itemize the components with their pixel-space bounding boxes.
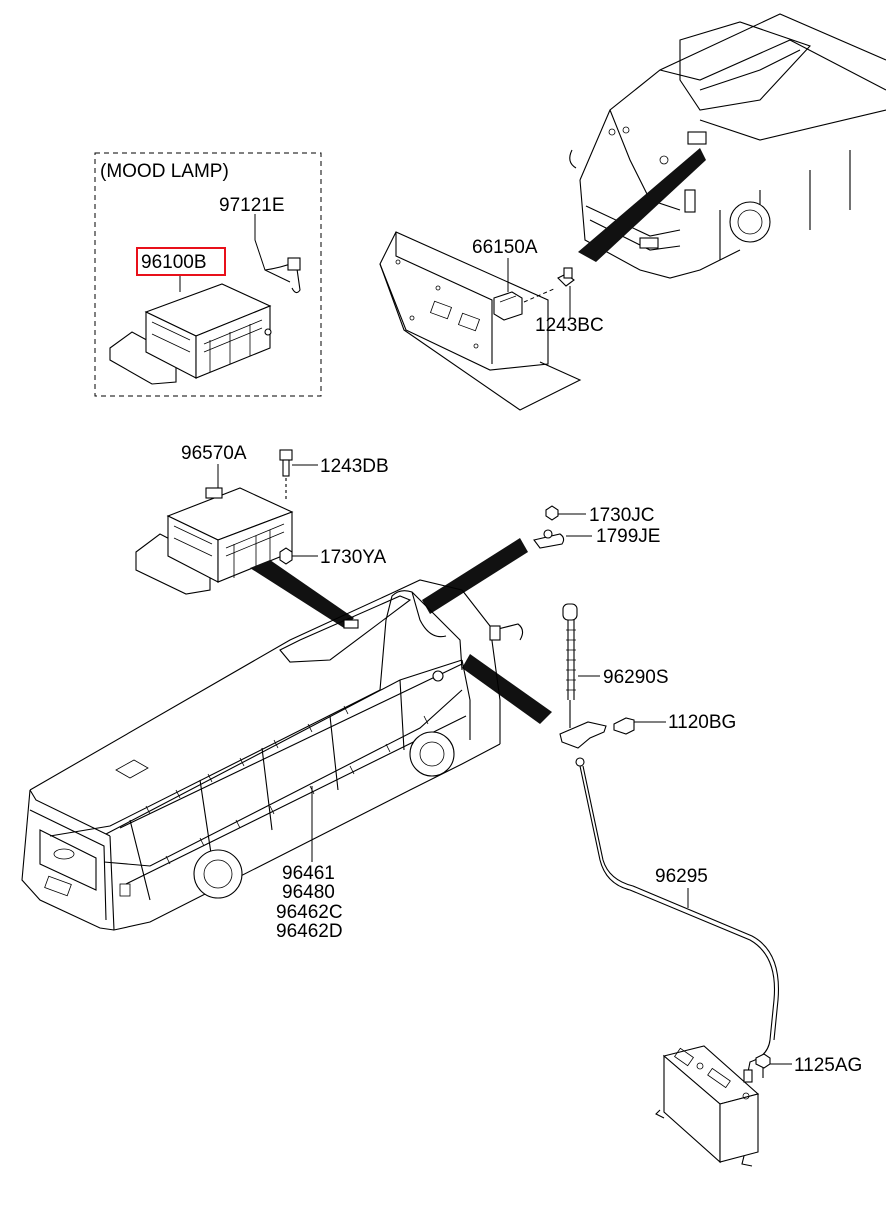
part-label-1730JC[interactable]: 1730JC — [589, 505, 655, 526]
receiver-box — [655, 1045, 760, 1167]
part-label-1730YA[interactable]: 1730YA — [320, 547, 387, 568]
callout-band-antenna — [462, 654, 552, 724]
part-label-96100B[interactable]: 96100B — [141, 252, 207, 273]
part-label-1120BG[interactable]: 1120BG — [668, 712, 736, 733]
part-label-96290S[interactable]: 96290S — [603, 667, 669, 688]
screw-1243DB — [279, 449, 318, 500]
wiring-harness — [49, 590, 463, 867]
callout-band-96570A — [250, 560, 354, 628]
antenna-96290S — [559, 603, 607, 749]
connector-97121E — [287, 257, 301, 271]
screw-1243BC — [557, 267, 575, 318]
highlight-box-96100B — [136, 247, 226, 276]
part-label-96480[interactable]: 96480 — [282, 882, 335, 903]
mood-lamp-title: (MOOD LAMP) — [100, 161, 229, 182]
unit-96570A — [135, 487, 294, 595]
bus-front-view — [569, 13, 886, 279]
part-label-96462C[interactable]: 96462C — [276, 902, 343, 923]
part-label-1125AG[interactable]: 1125AG — [794, 1055, 862, 1076]
part-label-66150A[interactable]: 66150A — [472, 237, 538, 258]
nut-1730JC — [545, 505, 586, 521]
callout-band-1799JE — [422, 538, 528, 614]
mood-lamp-dashed-frame — [94, 152, 322, 397]
part-label-96570A[interactable]: 96570A — [181, 443, 247, 464]
part-label-96461[interactable]: 96461 — [282, 863, 335, 884]
leader-97121E — [254, 214, 291, 283]
nut-1730YA — [279, 547, 318, 565]
bracket-1799JE — [533, 529, 592, 549]
part-label-97121E[interactable]: 97121E — [219, 195, 285, 216]
part-label-1243DB[interactable]: 1243DB — [320, 456, 389, 477]
wire-97121E — [264, 261, 301, 294]
mood-lamp-unit-96100B — [109, 283, 272, 385]
cable-96295 — [575, 757, 780, 1073]
part-label-96295[interactable]: 96295 — [655, 866, 708, 887]
part-label-1799JE[interactable]: 1799JE — [596, 526, 660, 547]
part-label-1243BC[interactable]: 1243BC — [535, 315, 604, 336]
switch-66150A — [493, 258, 557, 321]
screw-1125AG — [755, 1053, 792, 1078]
screw-1120BG — [613, 717, 666, 735]
interior-panel — [379, 231, 582, 411]
callout-band-top — [578, 148, 706, 262]
part-label-96462D[interactable]: 96462D — [276, 921, 343, 942]
bus-main-view — [21, 579, 524, 931]
mood-lamp-group: (MOOD LAMP) 96100B 97121E — [94, 152, 322, 397]
